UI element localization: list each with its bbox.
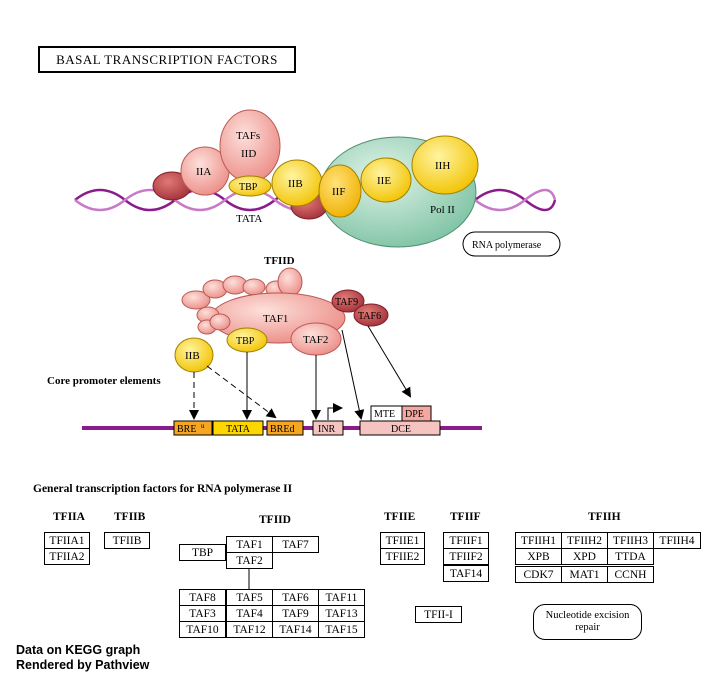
iie-shape xyxy=(360,157,412,203)
iia-label: IIA xyxy=(196,166,211,178)
credit-renderer: Rendered by Pathview xyxy=(16,658,150,672)
bre-u-element xyxy=(173,420,213,436)
tata-label: TATA xyxy=(236,213,262,225)
iih-label: IIH xyxy=(435,160,450,172)
dpe-label: DPE xyxy=(405,409,424,420)
tfiid-tbp-label: TBP xyxy=(236,336,255,347)
gene-cdk7[interactable]: CDK7 xyxy=(515,566,562,583)
dce-label: DCE xyxy=(391,424,411,435)
gene-taf8[interactable]: TAF8 xyxy=(179,589,226,606)
gene-taf1[interactable]: TAF1 xyxy=(226,536,273,553)
gene-taf15[interactable]: TAF15 xyxy=(318,621,365,638)
taf1-label: TAF1 xyxy=(263,313,288,325)
gene-taf9[interactable]: TAF9 xyxy=(272,605,319,622)
nucleotide-excision-line1: Nucleotide excision xyxy=(545,610,630,621)
mte-label: MTE xyxy=(374,409,395,420)
gene-ttda[interactable]: TTDA xyxy=(607,548,654,565)
gene-xpb[interactable]: XPB xyxy=(515,548,562,565)
gene-taf4[interactable]: TAF4 xyxy=(226,605,273,622)
gene-tfiif2[interactable]: TFIIF2 xyxy=(443,548,489,565)
tafs-label: TAFs xyxy=(236,130,260,142)
core-promoter-label: Core promoter elements xyxy=(47,375,161,387)
gene-tbp[interactable]: TBP xyxy=(179,544,226,561)
taf6-label: TAF6 xyxy=(358,311,381,322)
gene-tfiie1[interactable]: TFIIE1 xyxy=(380,532,425,549)
bre-d-element xyxy=(266,420,304,436)
gene-taf12[interactable]: TAF12 xyxy=(226,621,273,638)
tfiib-group-title: TFIIB xyxy=(114,511,146,523)
tfiid-title: TFIID xyxy=(264,255,295,267)
gene-taf5[interactable]: TAF5 xyxy=(226,589,273,606)
taf6-shape xyxy=(353,303,389,327)
rna-polymerase-box xyxy=(462,231,561,257)
gene-tfiia1[interactable]: TFIIA1 xyxy=(44,532,90,549)
gene-tfiif1[interactable]: TFIIF1 xyxy=(443,532,489,549)
gene-taf2[interactable]: TAF2 xyxy=(226,552,273,569)
tfiif-group-title: TFIIF xyxy=(450,511,481,523)
gene-tfii-i[interactable]: TFII-I xyxy=(415,606,462,623)
dpe-element xyxy=(401,405,432,422)
gene-tfiia2[interactable]: TFIIA2 xyxy=(44,548,90,565)
nucleotide-excision-line2: repair xyxy=(575,622,600,633)
gene-taf14[interactable]: TAF14 xyxy=(272,621,319,638)
gtf-section-title: General transcription factors for RNA po… xyxy=(33,483,293,495)
gene-tfiih1[interactable]: TFIIH1 xyxy=(515,532,562,549)
gene-taf11[interactable]: TAF11 xyxy=(318,589,365,606)
interaction-arrows xyxy=(189,325,412,420)
inr-element xyxy=(312,420,344,436)
rna-polymerase-label: RNA polymerase xyxy=(472,240,542,251)
iib-label: IIB xyxy=(288,178,303,190)
gene-taf7[interactable]: TAF7 xyxy=(272,536,319,553)
gene-ccnh[interactable]: CCNH xyxy=(607,566,654,583)
page-title: BASAL TRANSCRIPTION FACTORS xyxy=(38,46,296,73)
tfiie-group-title: TFIIE xyxy=(384,511,416,523)
gene-taf14-tfiif[interactable]: TAF14 xyxy=(443,565,489,582)
inr-label: INR xyxy=(318,424,336,435)
gene-tfiib[interactable]: TFIIB xyxy=(104,532,150,549)
iih-shape xyxy=(411,135,479,195)
gene-mat1[interactable]: MAT1 xyxy=(561,566,608,583)
tfiid-iib-label: IIB xyxy=(185,350,200,362)
gene-taf13[interactable]: TAF13 xyxy=(318,605,365,622)
bre-u-label: BRE xyxy=(177,424,196,435)
iif-shape xyxy=(318,164,362,218)
iif-label: IIF xyxy=(332,186,345,198)
tbp-label: TBP xyxy=(239,182,258,193)
gene-taf6[interactable]: TAF6 xyxy=(272,589,319,606)
gene-tfiie2[interactable]: TFIIE2 xyxy=(380,548,425,565)
gene-taf10[interactable]: TAF10 xyxy=(179,621,226,638)
gene-taf3[interactable]: TAF3 xyxy=(179,605,226,622)
taf9-label: TAF9 xyxy=(335,297,358,308)
tfiia-group-title: TFIIA xyxy=(53,511,85,523)
bre-u-superscript: u xyxy=(201,422,205,430)
taf2-label: TAF2 xyxy=(303,334,328,346)
bre-d-label: BREd xyxy=(270,424,294,435)
gene-xpd[interactable]: XPD xyxy=(561,548,608,565)
gene-tfiih3[interactable]: TFIIH3 xyxy=(607,532,654,549)
gene-tfiih2[interactable]: TFIIH2 xyxy=(561,532,608,549)
iie-label: IIE xyxy=(377,175,391,187)
tata-element-label: TATA xyxy=(226,424,251,435)
tata-element xyxy=(212,420,264,436)
tbp-shape xyxy=(228,175,272,197)
iid-label: IID xyxy=(241,148,256,160)
taf9-shape xyxy=(331,289,365,313)
nucleotide-excision-repair-link[interactable]: Nucleotide excision repair xyxy=(533,604,642,640)
credit-data-source: Data on KEGG graph xyxy=(16,643,141,657)
tfiih-group-title: TFIIH xyxy=(588,511,621,523)
gene-tfiih4[interactable]: TFIIH4 xyxy=(653,532,701,549)
pol-ii-label: Pol II xyxy=(430,204,455,216)
tfiid-group-title: TFIID xyxy=(259,514,291,526)
transcription-complex-illustration: Pol II IIA TAFs IID TBP TATA IIB IIF IIE… xyxy=(47,109,561,436)
iid-shape xyxy=(219,109,281,183)
